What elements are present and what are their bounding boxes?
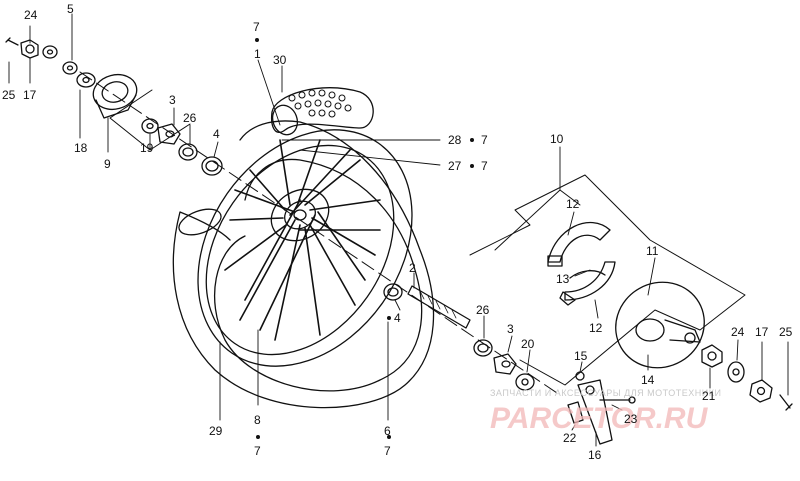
label-25-left: 25 bbox=[2, 88, 16, 102]
label-23: 23 bbox=[624, 412, 638, 426]
ring-4b bbox=[383, 283, 403, 301]
brake-shoe-lower-12 bbox=[559, 261, 616, 306]
label-24-left: 24 bbox=[24, 8, 38, 22]
right-nut-24 bbox=[727, 361, 745, 383]
hub bbox=[270, 188, 330, 242]
label-12-lower: 12 bbox=[589, 321, 603, 335]
rim-part-8 bbox=[197, 129, 413, 367]
label-21: 21 bbox=[702, 389, 716, 403]
ring-4a bbox=[201, 156, 223, 176]
label-26-left: 26 bbox=[183, 111, 197, 125]
axle-centerline bbox=[79, 71, 561, 396]
label-9: 9 bbox=[104, 157, 111, 171]
label-11: 11 bbox=[646, 244, 659, 258]
label-14: 14 bbox=[641, 373, 655, 387]
bearing-3b bbox=[493, 353, 517, 375]
label-8: 8 bbox=[254, 413, 261, 427]
spacer-20 bbox=[515, 373, 535, 391]
left-nut-24 bbox=[20, 39, 39, 59]
label-16: 16 bbox=[588, 448, 602, 462]
left-washer-5 bbox=[42, 45, 58, 59]
axle-2 bbox=[407, 285, 471, 329]
label-25-right: 25 bbox=[779, 325, 793, 339]
clip-15 bbox=[575, 371, 585, 381]
collar-21 bbox=[701, 344, 723, 368]
brake-frame bbox=[469, 174, 746, 386]
label-12-upper: 12 bbox=[566, 197, 580, 211]
label-22: 22 bbox=[563, 431, 577, 445]
bullet-markers bbox=[255, 38, 474, 439]
left-ring bbox=[62, 61, 78, 75]
bearing-3a bbox=[157, 123, 181, 145]
label-10: 10 bbox=[550, 132, 564, 146]
speedo-drive-9 bbox=[92, 73, 138, 119]
label-4-left: 4 bbox=[213, 127, 220, 141]
leader-lines bbox=[8, 13, 789, 447]
bushing-18 bbox=[76, 72, 96, 88]
label-3-left: 3 bbox=[169, 93, 176, 107]
label-1: 1 bbox=[254, 47, 261, 61]
brake-panel-11 bbox=[615, 281, 705, 369]
pin-23 bbox=[599, 396, 636, 404]
label-4-right: 4 bbox=[394, 311, 401, 325]
label-18: 18 bbox=[74, 141, 88, 155]
label-7-top: 7 bbox=[253, 20, 260, 34]
label-3-right: 3 bbox=[507, 322, 514, 336]
label-20: 20 bbox=[521, 337, 535, 351]
watermark-line-1: ЗАПЧАСТИ И АКСЕССУАРЫ ДЛЯ МОТОТЕХНИКИ bbox=[490, 388, 721, 398]
label-24-right: 24 bbox=[731, 325, 745, 339]
label-6: 6 bbox=[384, 424, 391, 438]
tire-part-29 bbox=[172, 120, 435, 409]
label-27: 27 bbox=[448, 159, 462, 173]
left-bracket bbox=[109, 89, 191, 151]
label-30: 30 bbox=[273, 53, 287, 67]
label-8-ref-7: 7 bbox=[254, 444, 261, 458]
label-27-ref-7: 7 bbox=[481, 159, 488, 173]
label-17-right: 17 bbox=[755, 325, 769, 339]
seal-26a bbox=[178, 143, 198, 161]
brake-shoe-upper-12 bbox=[547, 221, 611, 267]
watermark-line-2: PARCETOR.RU bbox=[490, 402, 709, 435]
label-19: 19 bbox=[140, 141, 154, 155]
seal-26b bbox=[473, 339, 493, 357]
label-17-left: 17 bbox=[23, 88, 37, 102]
label-2: 2 bbox=[409, 261, 416, 275]
spacer-19 bbox=[141, 118, 159, 134]
bolt-22 bbox=[567, 401, 584, 424]
label-29: 29 bbox=[209, 424, 223, 438]
left-cotter-25 bbox=[5, 37, 19, 46]
tube-30 bbox=[270, 87, 374, 136]
label-15: 15 bbox=[574, 349, 588, 363]
right-cotter-25 bbox=[779, 394, 793, 411]
label-26-right: 26 bbox=[476, 303, 490, 317]
brake-arm-16 bbox=[577, 379, 613, 445]
label-5: 5 bbox=[67, 2, 74, 16]
label-6-ref-7: 7 bbox=[384, 444, 391, 458]
label-28: 28 bbox=[448, 133, 462, 147]
right-nut-17 bbox=[749, 379, 773, 403]
part-labels: 24 5 25 17 18 9 7 1 30 3 26 19 4 28 7 27… bbox=[2, 2, 793, 462]
label-13: 13 bbox=[556, 272, 570, 286]
label-28-ref-7: 7 bbox=[481, 133, 488, 147]
